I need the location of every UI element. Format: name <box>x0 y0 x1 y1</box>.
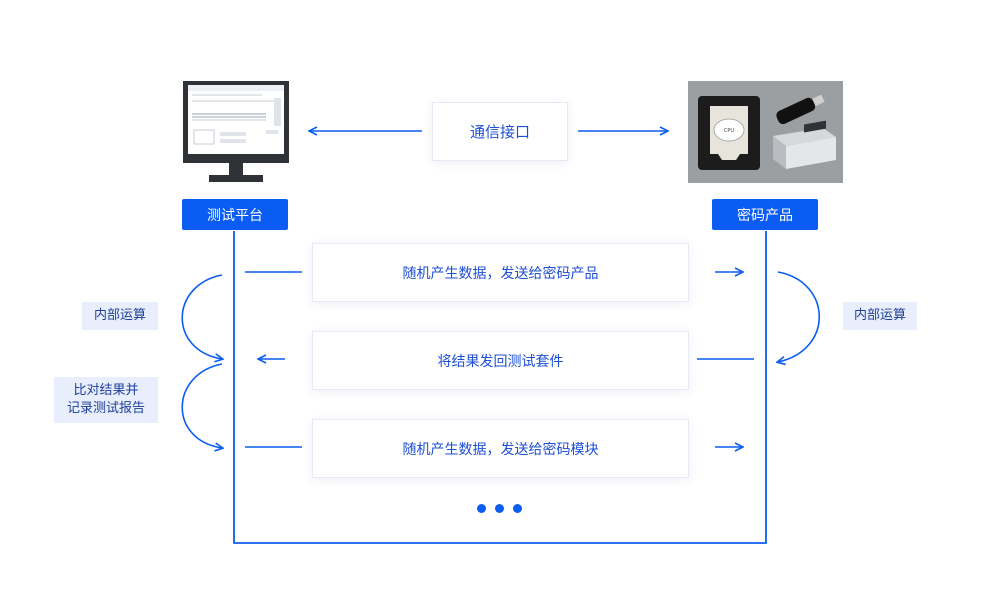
comm-interface-box: 通信接口 <box>432 102 568 161</box>
monitor-icon <box>183 81 289 182</box>
ellipsis-dot-3 <box>513 504 522 513</box>
left-note-compare-record: 比对结果并 记录测试报告 <box>54 377 158 423</box>
step-text-2: 将结果发回测试套件 <box>437 353 564 370</box>
left-curve-2 <box>181 363 222 448</box>
process-frame <box>233 231 767 544</box>
left-note-1-text: 内部运算 <box>93 308 146 323</box>
step-text-1: 随机产生数据，发送给密码产品 <box>402 265 599 282</box>
crypto-product-text: 密码产品 <box>737 207 793 224</box>
test-platform-label: 测试平台 <box>182 199 288 230</box>
crypto-product-label: 密码产品 <box>712 199 818 230</box>
crypto-devices-image: CPU <box>688 81 843 183</box>
right-note-internal-op: 内部运算 <box>843 302 917 330</box>
step-card-3: 随机产生数据，发送给密码模块 <box>312 419 689 478</box>
left-note-2-text: 比对结果并 记录测试报告 <box>66 383 145 416</box>
ellipsis-dot-2 <box>495 504 504 513</box>
step-card-1: 随机产生数据，发送给密码产品 <box>312 243 689 302</box>
step-card-2: 将结果发回测试套件 <box>312 331 689 390</box>
comm-interface-label: 通信接口 <box>469 123 530 141</box>
right-note-text: 内部运算 <box>853 308 906 323</box>
test-platform-text: 测试平台 <box>207 207 263 224</box>
device-chip-label: CPU <box>724 128 735 134</box>
left-curve-1 <box>181 274 222 359</box>
left-note-internal-op: 内部运算 <box>82 302 158 330</box>
right-curve <box>778 271 821 362</box>
step-text-3: 随机产生数据，发送给密码模块 <box>402 441 599 458</box>
ellipsis-dot-1 <box>477 504 486 513</box>
